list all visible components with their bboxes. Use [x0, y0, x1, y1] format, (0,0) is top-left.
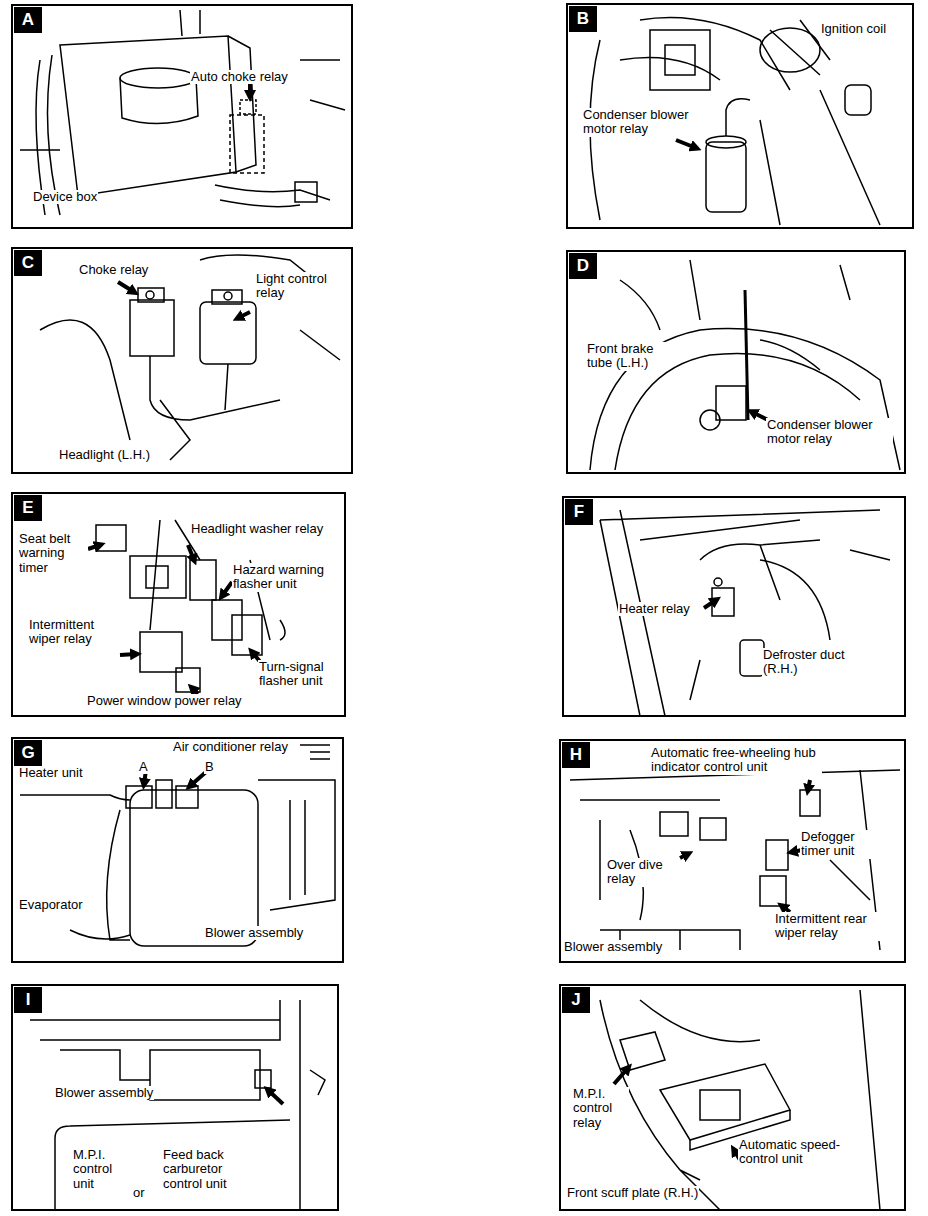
- part-label: Condenser blower motor relay: [766, 418, 893, 447]
- panel-letter: D: [569, 253, 597, 279]
- part-label: M.P.I. control unit: [72, 1148, 129, 1191]
- panel-letter-text: I: [26, 990, 31, 1010]
- panel-letter: H: [562, 742, 590, 768]
- panel-letter: A: [14, 7, 42, 33]
- part-label: Headlight (L.H.): [58, 448, 151, 462]
- panel-letter: J: [562, 987, 590, 1013]
- part-label: Hazard warning flasher unit: [232, 563, 339, 592]
- part-label: Automatic speed-control unit: [738, 1138, 860, 1167]
- part-label: A: [138, 760, 149, 774]
- part-label: Defroster duct (R.H.): [762, 648, 854, 677]
- panel-letter: G: [14, 740, 42, 766]
- part-label: Auto choke relay: [190, 70, 289, 84]
- panel-letter: C: [14, 250, 42, 276]
- panel-letter-text: F: [574, 502, 584, 522]
- part-label: Device box: [32, 190, 98, 204]
- part-label: Automatic free-wheeling hub indicator co…: [650, 746, 822, 775]
- part-label: Turn-signal flasher unit: [258, 660, 340, 689]
- part-label: Evaporator: [18, 898, 84, 912]
- part-label: Blower assembly: [563, 940, 663, 954]
- part-label: Intermittent rear wiper relay: [774, 912, 891, 941]
- part-label: Seat belt warning timer: [18, 532, 88, 575]
- panel-letter-text: E: [22, 498, 33, 518]
- part-label: Choke relay: [78, 263, 149, 277]
- panel-letter: F: [565, 499, 593, 525]
- panel-letter-text: D: [577, 256, 589, 276]
- panel-letter-text: G: [21, 743, 34, 763]
- part-label: Condenser blower motor relay: [582, 108, 709, 137]
- panel-letter: E: [14, 495, 42, 521]
- part-label: B: [204, 760, 215, 774]
- part-label: Headlight washer relay: [190, 522, 324, 536]
- part-label: Heater unit: [18, 766, 84, 780]
- panel-letter-text: J: [571, 990, 580, 1010]
- part-label: Light control relay: [255, 272, 347, 301]
- part-label: M.P.I. control relay: [572, 1087, 629, 1130]
- panel-letter-text: B: [577, 9, 589, 29]
- panel-letter: I: [14, 987, 42, 1013]
- part-label: Front scuff plate (R.H.): [566, 1186, 699, 1200]
- part-label: Front brake tube (L.H.): [586, 342, 668, 371]
- part-label: Defogger timer unit: [800, 830, 882, 859]
- part-label: Blower assembly: [54, 1086, 154, 1100]
- part-label: Ignition coil: [820, 22, 887, 36]
- part-label: Blower assembly: [204, 926, 304, 940]
- part-label: Intermittent wiper relay: [28, 618, 120, 647]
- panel-letter-text: A: [22, 10, 34, 30]
- part-label: Feed back carburetor control unit: [162, 1148, 254, 1191]
- panel-letter-text: C: [22, 253, 34, 273]
- panel-letter-text: H: [570, 745, 582, 765]
- part-label: Heater relay: [618, 602, 691, 616]
- part-label: or: [132, 1186, 146, 1200]
- part-label: Over dive relay: [606, 858, 672, 887]
- part-label: Air conditioner relay: [172, 740, 289, 754]
- part-label: Power window power relay: [86, 694, 243, 708]
- panel-letter: B: [569, 6, 597, 32]
